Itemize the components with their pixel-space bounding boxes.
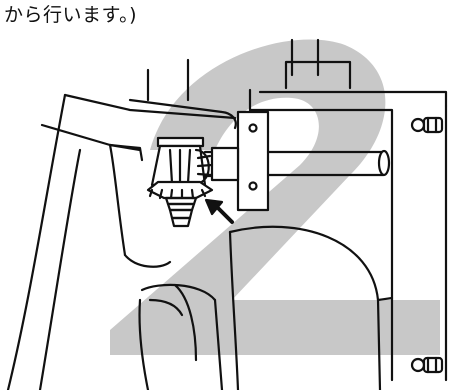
- mounting-bolt-icon: [410, 116, 444, 134]
- lower-cover: [138, 283, 224, 390]
- motor-body: [228, 225, 394, 390]
- bevel-gear-icon: [146, 136, 214, 228]
- watermark-2-icon: [110, 39, 440, 355]
- clamp-plate: [236, 110, 270, 212]
- pointer-arrow-icon: [204, 198, 234, 224]
- mounting-bolt-icon: [410, 356, 444, 374]
- upper-frame: [146, 38, 352, 102]
- right-housing: [248, 88, 448, 382]
- caption-text: から行います。): [4, 4, 138, 26]
- machine-body: [6, 93, 237, 390]
- horizontal-shaft: [203, 146, 391, 182]
